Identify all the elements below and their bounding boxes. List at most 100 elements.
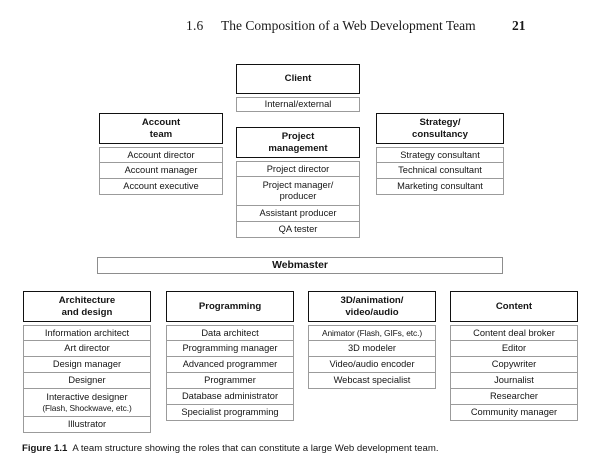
role-cell: Art director bbox=[23, 341, 151, 357]
section-title: The Composition of a Web Development Tea… bbox=[221, 18, 476, 33]
figure-caption-text: A team structure showing the roles that … bbox=[72, 443, 439, 454]
role-label: Copywriter bbox=[491, 359, 537, 369]
group-client: Client Internal/external bbox=[236, 64, 360, 112]
role-label: Database administrator bbox=[181, 391, 279, 401]
group-architecture-header: Architecture and design bbox=[23, 291, 151, 322]
role-label: Account executive bbox=[123, 181, 199, 191]
role-label-line1: Interactive designer bbox=[46, 391, 128, 402]
role-label: 3D modeler bbox=[347, 343, 397, 353]
role-cell: Advanced programmer bbox=[166, 357, 294, 373]
role-label: Researcher bbox=[489, 391, 539, 401]
role-cell: Data architect bbox=[166, 325, 294, 341]
role-label: Account manager bbox=[124, 165, 198, 175]
role-label: Community manager bbox=[470, 407, 558, 417]
group-account-team-header: Account team bbox=[99, 113, 223, 144]
role-label: Information architect bbox=[44, 327, 130, 338]
webmaster-bar: Webmaster bbox=[97, 257, 503, 274]
group-3d-header: 3D/animation/ video/audio bbox=[308, 291, 436, 322]
role-label: Advanced programmer bbox=[182, 359, 278, 369]
group-programming-header-label: Programming bbox=[198, 300, 262, 312]
group-3d-animation-video-audio: 3D/animation/ video/audio Animator (Flas… bbox=[308, 291, 436, 389]
role-label: Technical consultant bbox=[398, 165, 482, 175]
role-cell: Marketing consultant bbox=[376, 179, 504, 195]
role-label: Editor bbox=[501, 343, 527, 353]
role-cell: Content deal broker bbox=[450, 325, 578, 341]
role-cell: Account manager bbox=[99, 163, 223, 179]
role-label: Design manager bbox=[52, 359, 122, 369]
role-cell: Editor bbox=[450, 341, 578, 357]
role-label: Webcast specialist bbox=[333, 375, 411, 385]
page-number: 21 bbox=[512, 18, 526, 33]
role-cell: Webcast specialist bbox=[308, 373, 436, 389]
role-cell: Community manager bbox=[450, 405, 578, 421]
role-cell: Design manager bbox=[23, 357, 151, 373]
role-label: Video/audio encoder bbox=[329, 359, 415, 369]
role-cell: Copywriter bbox=[450, 357, 578, 373]
group-programming: Programming Data architect Programming m… bbox=[166, 291, 294, 421]
role-cell: Designer bbox=[23, 373, 151, 389]
role-cell: Programmer bbox=[166, 373, 294, 389]
role-cell: Journalist bbox=[450, 373, 578, 389]
group-project-management-header-line2: management bbox=[268, 142, 328, 154]
group-account-team-header-line2: team bbox=[149, 128, 173, 140]
running-head: 1.6 The Composition of a Web Development… bbox=[0, 18, 600, 38]
role-cell: Internal/external bbox=[236, 97, 360, 112]
group-architecture-header-line1: Architecture bbox=[58, 295, 116, 307]
group-project-management-header: Project management bbox=[236, 127, 360, 158]
role-label: Illustrator bbox=[67, 419, 107, 429]
role-cell: Video/audio encoder bbox=[308, 357, 436, 373]
role-cell: Animator (Flash, GIFs, etc.) bbox=[308, 325, 436, 341]
group-content-header: Content bbox=[450, 291, 578, 322]
figure-caption: Figure 1.1 A team structure showing the r… bbox=[22, 443, 582, 455]
role-label: QA tester bbox=[278, 224, 318, 234]
role-label: Programming manager bbox=[182, 343, 278, 353]
role-cell: 3D modeler bbox=[308, 341, 436, 357]
role-label: Specialist programming bbox=[181, 407, 279, 417]
role-cell: Specialist programming bbox=[166, 405, 294, 421]
group-project-management: Project management Project director Proj… bbox=[236, 127, 360, 238]
section-number: 1.6 bbox=[186, 18, 204, 33]
role-cell: Interactive designer (Flash, Shockwave, … bbox=[23, 389, 151, 417]
role-cell: Account executive bbox=[99, 179, 223, 195]
role-cell: Project director bbox=[236, 161, 360, 177]
group-architecture-and-design: Architecture and design Information arch… bbox=[23, 291, 151, 433]
role-label: Strategy consultant bbox=[400, 149, 480, 160]
group-strategy-consultancy-header: Strategy/ consultancy bbox=[376, 113, 504, 144]
webmaster-label: Webmaster bbox=[272, 260, 328, 271]
group-client-header-label: Client bbox=[284, 73, 312, 85]
group-3d-header-line2: video/audio bbox=[345, 306, 399, 318]
group-content: Content Content deal broker Editor Copyw… bbox=[450, 291, 578, 421]
role-label: Content deal broker bbox=[473, 327, 555, 338]
role-cell: Strategy consultant bbox=[376, 147, 504, 163]
role-label-line1: Project manager/ bbox=[262, 180, 334, 190]
group-client-header: Client bbox=[236, 64, 360, 94]
group-architecture-header-line2: and design bbox=[61, 306, 113, 318]
role-label-line2: (Flash, Shockwave, etc.) bbox=[42, 402, 132, 413]
role-label: Data architect bbox=[201, 327, 259, 338]
role-cell: Information architect bbox=[23, 325, 151, 341]
role-cell: Illustrator bbox=[23, 417, 151, 433]
role-cell: Account director bbox=[99, 147, 223, 163]
role-cell: QA tester bbox=[236, 222, 360, 238]
group-project-management-header-line1: Project bbox=[281, 131, 315, 143]
group-strategy-consultancy: Strategy/ consultancy Strategy consultan… bbox=[376, 113, 504, 195]
role-label: Internal/external bbox=[264, 99, 332, 109]
figure-caption-label: Figure 1.1 bbox=[22, 443, 68, 454]
group-content-header-label: Content bbox=[495, 300, 533, 312]
role-label: Programmer bbox=[204, 375, 256, 385]
role-cell: Assistant producer bbox=[236, 206, 360, 222]
group-strategy-consultancy-header-line2: consultancy bbox=[412, 128, 468, 140]
role-label: Project director bbox=[266, 163, 330, 174]
group-account-team-header-line1: Account bbox=[141, 117, 181, 129]
role-label: Animator (Flash, GIFs, etc.) bbox=[321, 327, 423, 338]
group-account-team: Account team Account director Account ma… bbox=[99, 113, 223, 195]
role-cell: Technical consultant bbox=[376, 163, 504, 179]
role-label-line2: producer bbox=[279, 191, 317, 201]
group-programming-header: Programming bbox=[166, 291, 294, 322]
role-cell: Database administrator bbox=[166, 389, 294, 405]
role-label: Marketing consultant bbox=[397, 181, 483, 191]
role-label: Designer bbox=[68, 375, 106, 385]
role-label: Assistant producer bbox=[259, 208, 337, 218]
role-cell: Researcher bbox=[450, 389, 578, 405]
role-label: Art director bbox=[64, 343, 110, 353]
